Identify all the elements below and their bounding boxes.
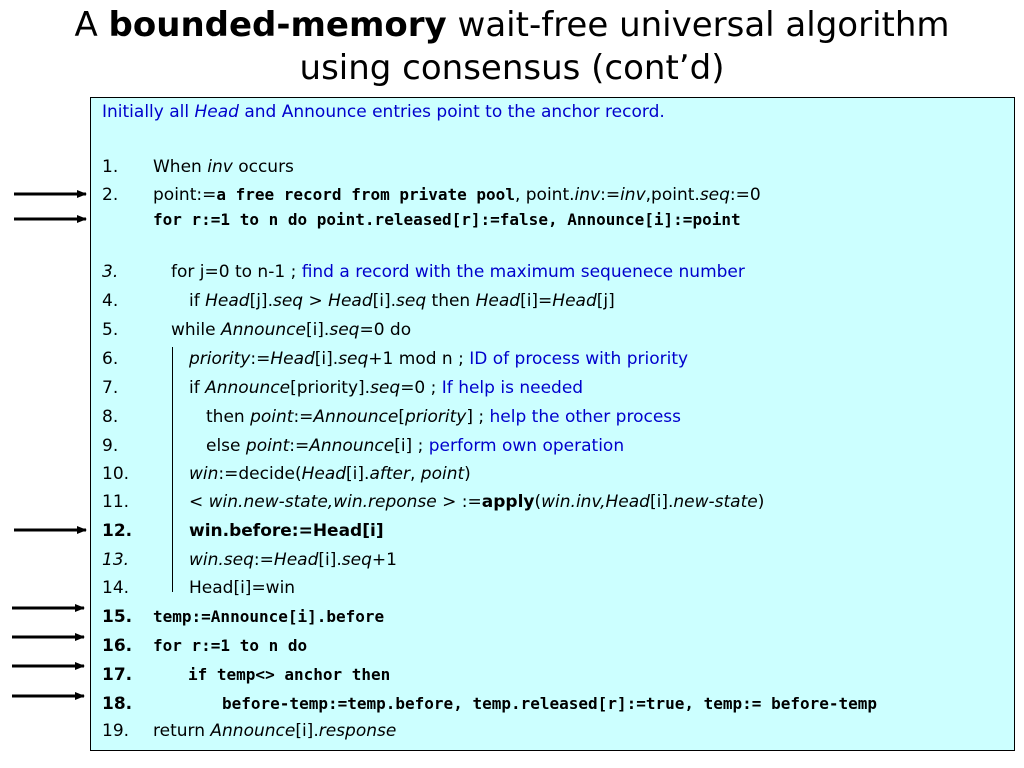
code-panel: Initially all Head and Announce entries … [90,97,1015,751]
loop-body-bar [172,347,173,592]
slide-title: A bounded-memory wait-free universal alg… [0,4,1024,90]
arrow-markers [12,190,87,700]
title-emphasis: bounded-memory [108,5,447,45]
title-line-2: using consensus (cont’d) [299,48,725,88]
title-line-1: A bounded-memory wait-free universal alg… [74,5,950,45]
intro-text: Initially all Head and Announce entries … [102,102,665,122]
